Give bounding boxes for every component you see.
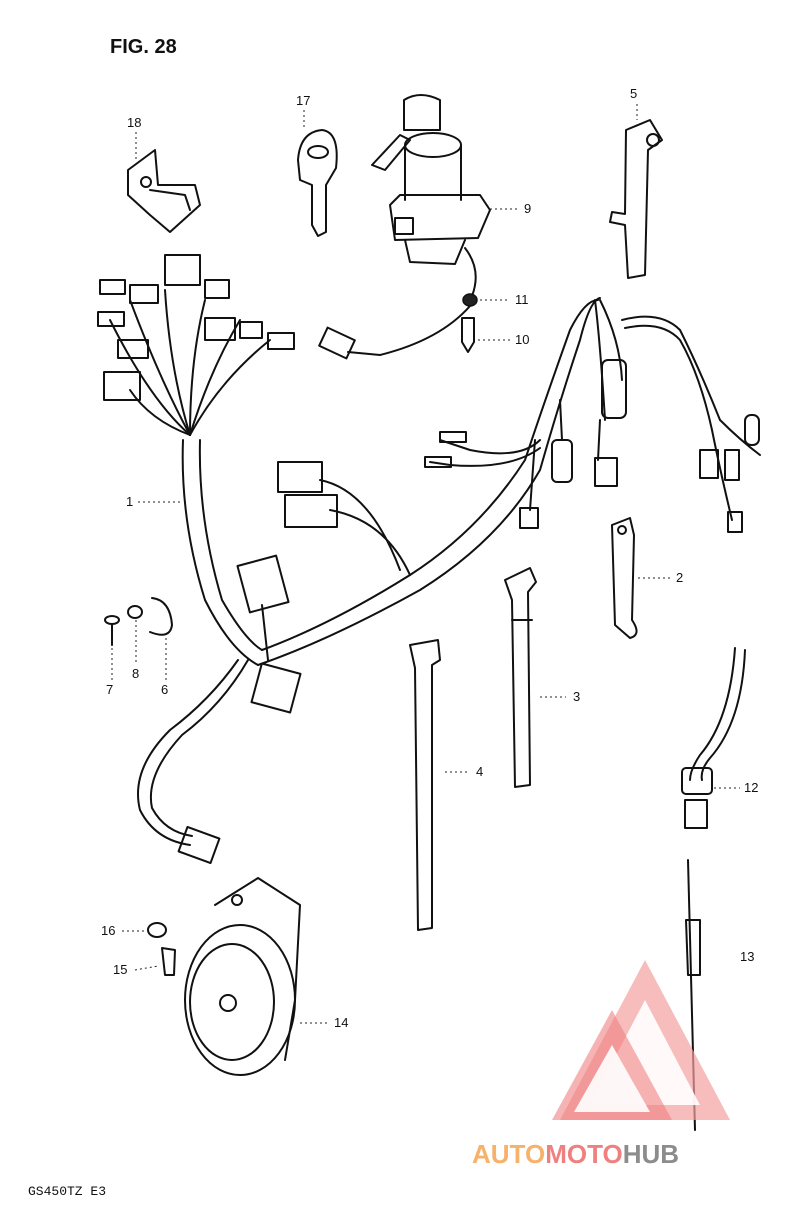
figure-title: FIG. 28 [110, 36, 177, 58]
callout-5: 5 [630, 86, 637, 101]
callout-4: 4 [476, 764, 483, 779]
ignition-lead [347, 305, 471, 357]
watermark: AUTOMOTOHUB [472, 960, 730, 1169]
callout-1: 1 [126, 494, 133, 509]
part-18-clip [127, 149, 201, 233]
part-11-nut [462, 293, 478, 307]
callout-9: 9 [524, 201, 531, 216]
callout-7: 7 [106, 682, 113, 697]
callout-2: 2 [676, 570, 683, 585]
part-9-ignition-switch [371, 94, 491, 297]
callout-6: 6 [161, 682, 168, 697]
part-12-cable-end [681, 647, 746, 829]
model-code: GS450TZ E3 [28, 1184, 106, 1199]
callout-13: 13 [740, 949, 754, 964]
part-6-clamp [149, 597, 173, 636]
callout-8: 8 [132, 666, 139, 681]
part-3-band [504, 567, 537, 788]
callout-11: 11 [515, 292, 529, 307]
part-1-wiring-harness [97, 254, 761, 865]
part-14-horn [184, 877, 301, 1076]
part-5-bracket [609, 119, 663, 279]
callout-10: 10 [515, 332, 529, 347]
part-10-screw [461, 317, 475, 353]
callout-15: 15 [113, 962, 127, 977]
callout-3: 3 [573, 689, 580, 704]
callout-17: 17 [296, 93, 310, 108]
callout-18: 18 [127, 115, 141, 130]
callout-14: 14 [334, 1015, 348, 1030]
part-16-nut [147, 922, 167, 938]
part-15-bolt [161, 947, 176, 976]
part-2-bracket [611, 517, 638, 639]
callout-16: 16 [101, 923, 115, 938]
callout-12: 12 [744, 780, 758, 795]
watermark-auto: AUTOMOTOHUB [472, 1139, 679, 1169]
ignition-connector [318, 326, 356, 360]
part-8-washer [127, 605, 143, 619]
callouts: 18 17 5 9 11 10 1 2 3 4 7 8 6 12 13 14 1… [101, 86, 758, 1030]
part-17-key [297, 129, 338, 237]
part-7-screw [104, 615, 120, 646]
part-4-band [409, 639, 441, 931]
